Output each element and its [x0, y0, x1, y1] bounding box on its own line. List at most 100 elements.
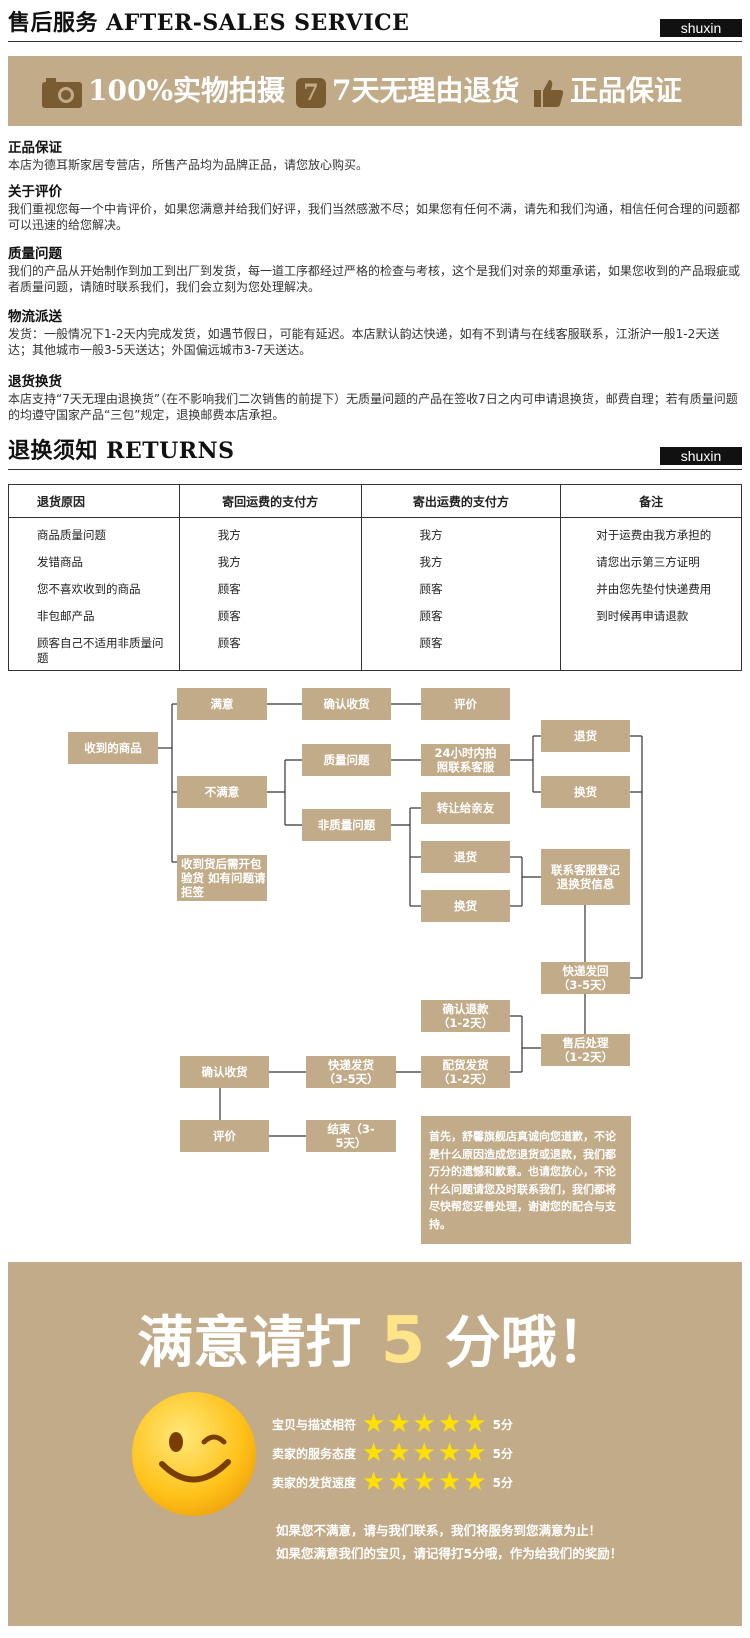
flow-review: 评价	[421, 688, 510, 720]
table-cell: 我方	[419, 528, 443, 542]
policy-return-exchange: 退货换货 本店支持“7天无理由退换货”（在不影响我们二次销售的前提下）无质量问题…	[8, 373, 742, 423]
flow-confirm-refund: 确认退款（1-2天）	[421, 1000, 510, 1032]
star-icon: ★	[437, 1467, 462, 1497]
table-cell: 请您出示第三方证明	[596, 555, 700, 569]
flow-unsatisfied: 不满意	[177, 776, 267, 808]
star-rating[interactable]: ★★★★★	[362, 1469, 489, 1495]
rating-row-service: 卖家的服务态度 ★★★★★ 5分	[272, 1439, 513, 1467]
thumbs-up-icon	[534, 79, 564, 107]
rating-row-label: 宝贝与描述相符	[272, 1417, 357, 1432]
table-cell: 顾客	[419, 609, 443, 623]
rating-title-pre: 满意请打	[137, 1311, 362, 1376]
star-icon: ★	[387, 1438, 411, 1468]
flow-quality-return: 退货	[541, 720, 630, 752]
returns-tag: shuxin	[660, 447, 742, 465]
flow-exchange: 换货	[421, 890, 510, 922]
flow-review-2: 评价	[180, 1120, 269, 1152]
banner-item1-label: 100%实物拍摄	[88, 74, 286, 107]
policy-text: 发货：一般情况下1-2天内完成发货，如遇节假日，可能有延迟。本店默认韵达快递，如…	[8, 327, 720, 357]
policy-heading: 物流派送	[8, 309, 62, 325]
rating-title-post: 分哦！	[444, 1311, 613, 1376]
camera-icon	[42, 77, 82, 108]
policy-text: 本店为德耳斯家居专营店，所售产品均为品牌正品，请您放心购买。	[8, 158, 369, 172]
returns-table: 退货原因 寄回运费的支付方 寄出运费的支付方 备注 商品质量问题 发错商品 您不…	[8, 484, 742, 671]
flow-express-ship: 快递发货（3-5天）	[306, 1056, 396, 1088]
star-icon: ★	[463, 1438, 487, 1468]
table-cell: 我方	[217, 555, 241, 569]
table-header: 寄回运费的支付方	[178, 484, 362, 518]
flow-non-quality-issue: 非质量问题	[302, 809, 391, 841]
flow-confirm-receipt: 确认收货	[302, 688, 391, 720]
policy-text: 本店支持“7天无理由退换货”（在不影响我们二次销售的前提下）无质量问题的产品在签…	[8, 392, 738, 422]
flow-end: 结束（3-5天）	[306, 1120, 396, 1152]
policy-logistics: 物流派送 发货：一般情况下1-2天内完成发货，如遇节假日，可能有延迟。本店默认韵…	[8, 308, 742, 358]
table-header: 退货原因	[8, 484, 180, 518]
seven-badge-icon: 7	[296, 77, 326, 108]
rating-row-score: 5分	[492, 1446, 513, 1461]
banner-item-real-photo: 100%实物拍摄	[42, 70, 285, 112]
star-rating[interactable]: ★★★★★	[362, 1440, 489, 1466]
table-cell-ship-payer: 我方 我方 顾客 顾客 顾客	[360, 517, 562, 671]
flow-transfer-friend: 转让给亲友	[421, 792, 510, 824]
table-row: 商品质量问题 发错商品 您不喜欢收到的商品 非包邮产品 顾客自己不适用非质量问题…	[8, 517, 742, 671]
apology-note: 首先，舒馨旗舰店真诚向您道歉，不论是什么原因造成您退货或退款，我们都万分的遗憾和…	[421, 1116, 631, 1244]
star-icon: ★	[437, 1438, 462, 1468]
table-cell: 非包邮产品	[37, 609, 95, 623]
policy-heading: 退货换货	[8, 374, 62, 390]
flow-quality-exchange: 换货	[541, 776, 630, 808]
table-cell: 顾客	[217, 609, 241, 623]
banner-item-genuine: 正品保证	[534, 70, 682, 112]
table-cell: 发错商品	[37, 555, 83, 569]
smiley-face-icon	[159, 1432, 231, 1483]
policy-text: 我们重视您每一个中肯评价，如果您满意并给我们好评，我们当然感激不尽；如果您有任何…	[8, 202, 741, 232]
table-cell: 并由您先垫付快递费用	[596, 582, 712, 596]
rating-foot-1: 如果您不满意，请与我们联系，我们将服务到您满意为止！	[276, 1523, 602, 1538]
rating-section: 满意请打 5 分哦！	[8, 1262, 742, 1626]
star-icon: ★	[387, 1467, 411, 1497]
star-icon: ★	[437, 1409, 462, 1439]
flow-after-sales-process: 售后处理（1-2天）	[541, 1034, 630, 1066]
flow-contact-register: 联系客服登记退换货信息	[541, 849, 630, 905]
flow-confirm-receipt-2: 确认收货	[180, 1056, 269, 1088]
returns-title: 退换须知 RETURNS	[8, 438, 235, 464]
flow-express-return: 快递发回（3-5天）	[541, 962, 630, 994]
star-icon: ★	[362, 1409, 386, 1439]
flow-contact-24h: 24小时内拍照联系客服	[421, 744, 510, 776]
table-cell: 顾客	[217, 636, 241, 650]
after-sales-title: 售后服务 AFTER-SALES SERVICE	[8, 10, 410, 36]
wink-smiley-icon	[132, 1392, 256, 1516]
table-header-row: 退货原因 寄回运费的支付方 寄出运费的支付方 备注	[8, 484, 742, 518]
policy-heading: 关于评价	[8, 184, 62, 200]
flow-return: 退货	[421, 841, 510, 873]
table-cell: 顾客自己不适用非质量问题	[37, 636, 164, 665]
policy-text: 我们的产品从开始制作到加工到出厂到发货，每一道工序都经过严格的检查与考核，这个是…	[8, 264, 741, 294]
star-icon: ★	[412, 1467, 436, 1497]
table-header: 寄出运费的支付方	[360, 484, 562, 518]
star-rating[interactable]: ★★★★★	[362, 1411, 489, 1437]
banner-item3-label: 正品保证	[570, 74, 683, 107]
banner-item2-label: 7天无理由退货	[332, 74, 520, 107]
star-icon: ★	[387, 1409, 411, 1439]
table-cell: 顾客	[419, 582, 443, 596]
star-icon: ★	[463, 1409, 487, 1439]
flow-dispatch: 配货发货（1-2天）	[421, 1056, 510, 1088]
rating-title-num: 5	[380, 1304, 426, 1378]
table-cell: 我方	[217, 528, 241, 542]
policy-quality: 质量问题 我们的产品从开始制作到加工到出厂到发货，每一道工序都经过严格的检查与考…	[8, 245, 742, 295]
rating-row-shipping: 卖家的发货速度 ★★★★★ 5分	[272, 1468, 513, 1496]
flow-quality-issue: 质量问题	[302, 744, 391, 776]
star-icon: ★	[412, 1409, 436, 1439]
star-icon: ★	[362, 1467, 386, 1497]
table-header: 备注	[560, 484, 742, 518]
after-sales-header: 售后服务 AFTER-SALES SERVICE shuxin	[8, 8, 742, 42]
table-cell-notes: 对于运费由我方承担的 请您出示第三方证明 并由您先垫付快递费用 到时候再申请退款	[560, 517, 742, 671]
table-cell: 顾客	[217, 582, 241, 596]
star-icon: ★	[412, 1438, 436, 1468]
policy-review: 关于评价 我们重视您每一个中肯评价，如果您满意并给我们好评，我们当然感激不尽；如…	[8, 183, 742, 233]
star-icon: ★	[362, 1438, 386, 1468]
rating-row-description: 宝贝与描述相符 ★★★★★ 5分	[272, 1410, 513, 1438]
policy-heading: 正品保证	[8, 140, 62, 156]
rating-foot-2: 如果您满意我们的宝贝，请记得打5分哦，作为给我们的奖励！	[276, 1546, 623, 1561]
